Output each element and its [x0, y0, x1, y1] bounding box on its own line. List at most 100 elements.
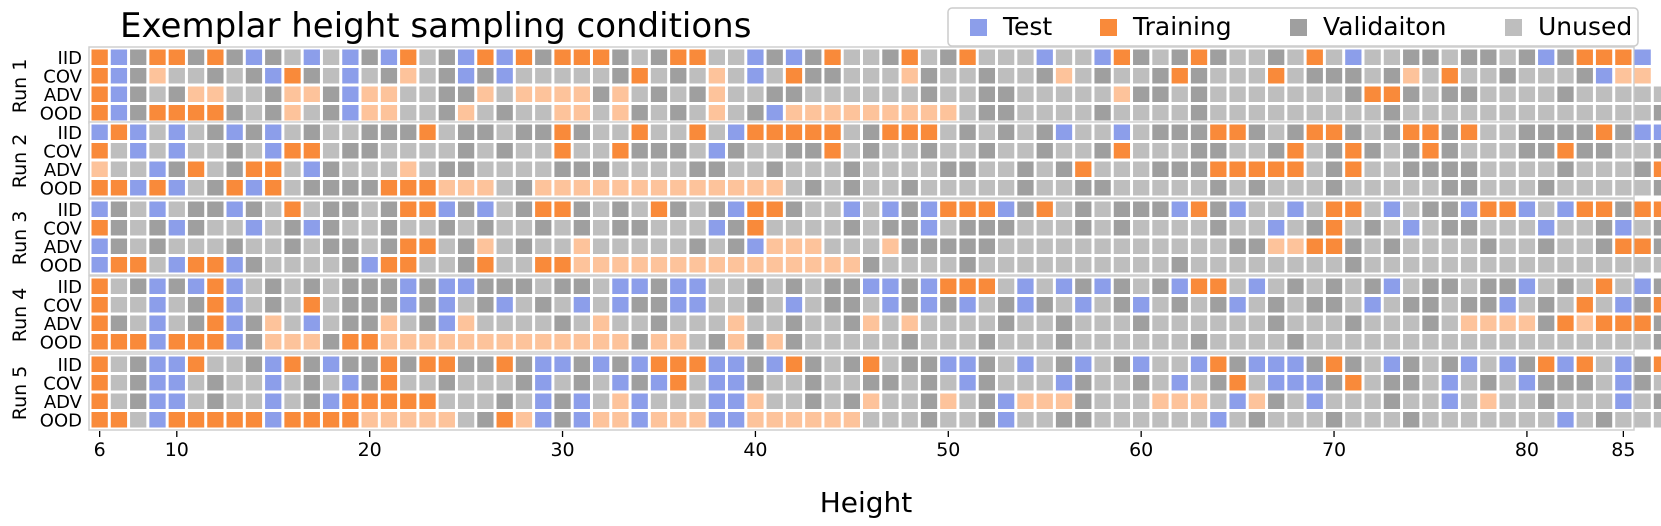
- cell: [785, 315, 803, 331]
- cell: [631, 412, 648, 428]
- cell: [1248, 201, 1266, 217]
- cell: [130, 393, 147, 409]
- cell: [785, 49, 803, 65]
- cell: [1364, 161, 1381, 177]
- cell: [303, 49, 320, 65]
- cell: [1422, 49, 1439, 65]
- cell: [1306, 334, 1323, 350]
- cell: [342, 238, 359, 254]
- cell: [1075, 356, 1092, 372]
- cell: [284, 161, 301, 177]
- cell: [863, 124, 880, 140]
- cell: [1171, 105, 1188, 121]
- cell: [168, 257, 185, 273]
- cell: [824, 412, 841, 428]
- cell: [535, 220, 552, 236]
- cell: [1075, 278, 1092, 294]
- cell: [496, 393, 513, 409]
- cell: [901, 356, 918, 372]
- cell: [207, 412, 224, 428]
- cell: [1017, 297, 1034, 313]
- cell: [805, 124, 822, 140]
- cell: [785, 278, 803, 294]
- cell: [1190, 375, 1208, 391]
- cell: [1653, 105, 1661, 121]
- cell: [342, 278, 359, 294]
- cell: [1518, 220, 1536, 236]
- cell: [361, 278, 378, 294]
- cell: [535, 105, 552, 121]
- cell: [1268, 238, 1285, 254]
- cell: [1075, 393, 1092, 409]
- cell: [747, 124, 764, 140]
- cell: [1133, 220, 1150, 236]
- cell: [110, 201, 128, 217]
- cell: [612, 412, 629, 428]
- cell: [1653, 220, 1661, 236]
- cell: [1422, 86, 1439, 102]
- cell: [1595, 124, 1613, 140]
- cell: [727, 297, 745, 313]
- cell: [1345, 238, 1362, 254]
- cell: [1017, 49, 1034, 65]
- cell: [1075, 143, 1092, 159]
- cell: [670, 315, 687, 331]
- cell: [207, 356, 224, 372]
- cell: [1518, 393, 1536, 409]
- cell: [708, 238, 725, 254]
- cell: [805, 375, 822, 391]
- cell: [322, 375, 340, 391]
- cell: [1634, 393, 1651, 409]
- cell: [978, 334, 996, 350]
- cell: [361, 86, 378, 102]
- cell: [1460, 412, 1478, 428]
- cell: [1538, 356, 1555, 372]
- cell: [670, 105, 687, 121]
- cell: [400, 68, 417, 84]
- cell: [592, 180, 610, 196]
- cell: [1190, 278, 1208, 294]
- cell: [631, 86, 648, 102]
- cell: [303, 297, 320, 313]
- cell: [187, 86, 205, 102]
- cell: [573, 278, 590, 294]
- cell: [940, 393, 957, 409]
- cell: [670, 220, 687, 236]
- cell: [1152, 180, 1169, 196]
- panel-frame: [88, 275, 1635, 353]
- cell: [592, 393, 610, 409]
- cell: [1634, 297, 1651, 313]
- cell: [1325, 201, 1343, 217]
- cell: [689, 356, 706, 372]
- cell: [805, 412, 822, 428]
- cell: [1557, 334, 1574, 350]
- cell: [1248, 297, 1266, 313]
- cell: [1075, 334, 1092, 350]
- cell: [1576, 375, 1593, 391]
- cell: [1557, 201, 1574, 217]
- cell: [1229, 180, 1246, 196]
- cell: [1345, 180, 1362, 196]
- cell: [1171, 315, 1188, 331]
- cell: [1306, 105, 1323, 121]
- row-label: ADV: [44, 314, 83, 335]
- cell: [187, 375, 205, 391]
- cell: [419, 278, 436, 294]
- cell: [496, 68, 513, 84]
- cell: [535, 86, 552, 102]
- cell: [1518, 124, 1536, 140]
- cell: [284, 68, 301, 84]
- cell: [650, 278, 668, 294]
- cell: [1576, 315, 1593, 331]
- row-label: COV: [43, 296, 82, 317]
- cell: [1152, 257, 1169, 273]
- cell: [1345, 105, 1362, 121]
- cell: [1499, 393, 1516, 409]
- cell: [1538, 49, 1555, 65]
- cell: [284, 105, 301, 121]
- cell: [843, 201, 860, 217]
- cell: [766, 393, 783, 409]
- cell: [1055, 124, 1073, 140]
- cell: [245, 180, 263, 196]
- cell: [689, 334, 706, 350]
